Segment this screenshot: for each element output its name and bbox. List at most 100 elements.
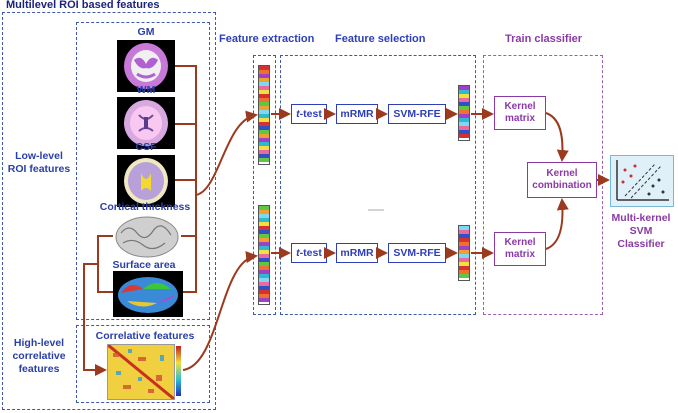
feature-cell xyxy=(259,150,269,154)
csf-brain-image xyxy=(117,155,175,207)
feature-cell xyxy=(259,110,269,114)
feature-cell xyxy=(459,122,469,126)
feature-cell xyxy=(259,126,269,130)
feature-cell xyxy=(259,222,269,226)
surface-area-label: Surface area xyxy=(112,259,176,271)
feature-cell xyxy=(459,234,469,238)
svm-classifier-label: Multi-kernel SVM Classifier xyxy=(611,212,671,250)
correlation-colorbar xyxy=(176,346,181,396)
feature-cell xyxy=(259,274,269,278)
feature-cell xyxy=(459,230,469,234)
feature-cell xyxy=(259,74,269,78)
feature-cell xyxy=(459,238,469,242)
feature-cell xyxy=(259,214,269,218)
gm-brain-image xyxy=(117,40,175,92)
feature-cell xyxy=(259,218,269,222)
feature-cell xyxy=(259,206,269,210)
feature-cell xyxy=(259,258,269,262)
mrmr-box-top: mRMR xyxy=(336,104,378,124)
feature-cell xyxy=(259,102,269,106)
selected-features-bottom xyxy=(458,225,470,281)
feature-cell xyxy=(459,266,469,270)
feature-extraction-title: Feature extraction xyxy=(219,33,315,45)
feature-cell xyxy=(459,114,469,118)
ttest-text: -test xyxy=(299,247,322,259)
ttest-italic: t xyxy=(296,108,300,120)
feature-selection-panel xyxy=(280,55,476,315)
feature-cell xyxy=(459,90,469,94)
feature-cell xyxy=(259,98,269,102)
feature-cell xyxy=(259,146,269,150)
feature-cell xyxy=(459,242,469,246)
feature-cell xyxy=(459,102,469,106)
surface-area-image xyxy=(113,271,183,317)
feature-cell xyxy=(259,254,269,258)
feature-cell xyxy=(259,234,269,238)
feature-cell xyxy=(259,106,269,110)
feature-cell xyxy=(459,254,469,258)
feature-cell xyxy=(259,230,269,234)
feature-cell xyxy=(459,98,469,102)
feature-cell xyxy=(259,138,269,142)
feature-cell xyxy=(459,94,469,98)
feature-cell xyxy=(459,130,469,134)
feature-cell xyxy=(259,130,269,134)
feature-cell xyxy=(259,94,269,98)
feature-cell xyxy=(259,118,269,122)
feature-cell xyxy=(259,270,269,274)
feature-cell xyxy=(259,66,269,70)
correlative-features-label: Correlative features xyxy=(95,330,195,342)
feature-cell xyxy=(259,286,269,290)
feature-cell xyxy=(259,114,269,118)
feature-cell xyxy=(259,226,269,230)
gm-label: GM xyxy=(137,26,155,38)
ttest-box-top: t-test xyxy=(291,104,327,124)
feature-cell xyxy=(259,238,269,242)
mrmr-box-bottom: mRMR xyxy=(336,243,378,263)
feature-cell xyxy=(259,142,269,146)
feature-cell xyxy=(259,242,269,246)
feature-cell xyxy=(259,290,269,294)
feature-cell xyxy=(459,258,469,262)
low-level-label: Low-level ROI features xyxy=(7,150,71,175)
multilevel-roi-title: Multilevel ROI based features xyxy=(6,0,160,11)
feature-cell xyxy=(259,158,269,162)
feature-cell xyxy=(259,294,269,298)
feature-cell xyxy=(459,246,469,250)
correlation-matrix-image xyxy=(107,343,175,401)
ttest-text: -test xyxy=(299,108,322,120)
feature-cell xyxy=(259,246,269,250)
feature-cell xyxy=(259,154,269,158)
feature-cell xyxy=(259,78,269,82)
feature-cell xyxy=(459,110,469,114)
kernel-matrix-top: Kernel matrix xyxy=(494,96,546,130)
feature-cell xyxy=(259,122,269,126)
feature-cell xyxy=(459,274,469,278)
svmrfe-box-bottom: SVM-RFE xyxy=(388,243,446,263)
feature-cell xyxy=(259,210,269,214)
feature-cell xyxy=(259,298,269,302)
feature-cell xyxy=(459,86,469,90)
ttest-italic: t xyxy=(296,247,300,259)
feature-cell xyxy=(459,226,469,230)
high-level-label: High-level correlative features xyxy=(12,337,66,375)
cortical-thickness-label: Cortical thickness xyxy=(99,201,191,213)
feature-cell xyxy=(459,126,469,130)
feature-cell xyxy=(259,282,269,286)
feature-cell xyxy=(259,266,269,270)
csf-label: CSF xyxy=(135,141,157,153)
multilevel-roi-panel xyxy=(2,12,216,410)
feature-vector-top xyxy=(258,65,270,165)
feature-cell xyxy=(259,250,269,254)
svm-classifier-icon xyxy=(610,155,674,207)
svmrfe-box-top: SVM-RFE xyxy=(388,104,446,124)
feature-cell xyxy=(259,82,269,86)
feature-cell xyxy=(259,86,269,90)
feature-cell xyxy=(259,90,269,94)
feature-cell xyxy=(259,70,269,74)
feature-cell xyxy=(459,250,469,254)
kernel-matrix-bottom: Kernel matrix xyxy=(494,232,546,266)
feature-cell xyxy=(459,262,469,266)
wm-brain-image xyxy=(117,97,175,149)
wm-label: WM xyxy=(136,84,156,96)
